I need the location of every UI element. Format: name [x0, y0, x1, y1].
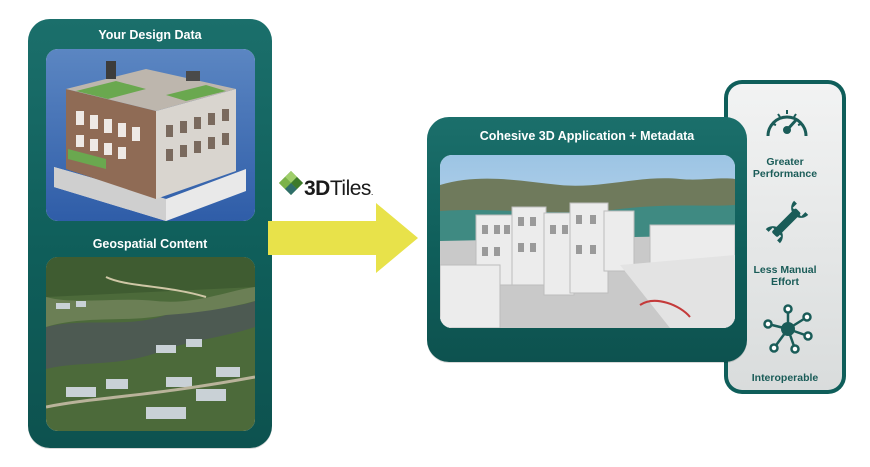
design-data-title: Your Design Data [98, 28, 202, 42]
geospatial-content-title: Geospatial Content [92, 237, 208, 251]
application-title: Cohesive 3D Application + Metadata [479, 129, 695, 143]
application-panel: Cohesive 3D Application + Metadata [427, 117, 747, 362]
wrench-icon [765, 200, 809, 244]
3dtiles-logo-text: 3DTiles. [304, 177, 373, 201]
benefit-label-effort: Less Manual Effort [753, 264, 817, 288]
logo-prefix: 3D [304, 177, 330, 200]
3dtiles-logo-icon [279, 171, 303, 195]
building-model-illustration [46, 49, 255, 221]
flow-arrow [268, 203, 418, 273]
source-data-panel: Your Design Data [28, 19, 272, 448]
city-scene-illustration [440, 155, 735, 328]
aerial-terrain-illustration [46, 257, 255, 431]
benefit-label-performance: Greater Performance [752, 156, 818, 180]
geospatial-image [46, 257, 255, 431]
design-data-image [46, 49, 255, 221]
application-image [440, 155, 735, 328]
speedometer-icon [766, 110, 808, 137]
logo-mark: . [370, 187, 374, 197]
benefit-label-interoperable: Interoperable [751, 372, 819, 384]
logo-suffix: Tiles [329, 177, 372, 200]
network-icon [763, 304, 813, 354]
